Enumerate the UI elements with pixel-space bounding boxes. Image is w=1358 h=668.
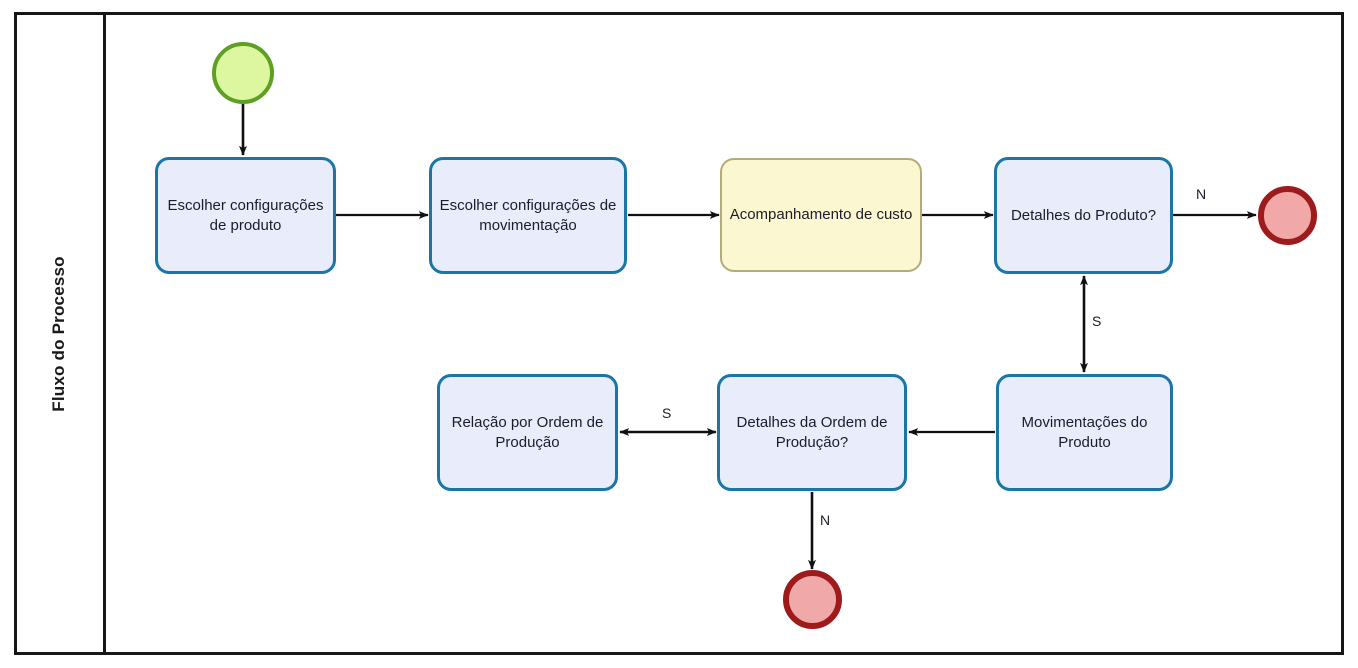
task-label: Detalhes do Produto? [1010,206,1157,224]
end-event-ordem-producao[interactable] [783,570,842,629]
task-escolher-configuracoes-de-movimentacao[interactable]: Escolher configurações de movimentação [429,157,627,274]
task-relacao-por-ordem-de-producao[interactable]: Relação por Ordem de Produção [437,374,618,491]
task-acompanhamento-de-custo[interactable]: Acompanhamento de custo [720,158,922,272]
lane-divider [103,12,106,655]
end-event-produto[interactable] [1258,186,1317,245]
process-pool [14,12,1344,655]
task-label: Escolher configurações de produto [167,196,324,234]
task-label: Detalhes da Ordem de Produção? [736,413,888,451]
task-label: Escolher configurações de movimentação [439,196,617,234]
task-detalhes-do-produto[interactable]: Detalhes do Produto? [994,157,1173,274]
task-escolher-configuracoes-de-produto[interactable]: Escolher configurações de produto [155,157,336,274]
task-movimentacoes-do-produto[interactable]: Movimentações do Produto [996,374,1173,491]
start-event[interactable] [212,42,274,104]
task-label: Relação por Ordem de Produção [451,413,604,451]
task-label: Movimentações do Produto [1021,413,1148,451]
task-label: Acompanhamento de custo [729,206,913,224]
edge-label-ordem-yes: S [662,405,672,421]
edge-label-produto-yes: S [1092,313,1102,329]
task-detalhes-da-ordem-de-producao[interactable]: Detalhes da Ordem de Produção? [717,374,907,491]
edge-label-produto-no: N [1196,186,1207,202]
lane-title: Fluxo do Processo [48,255,68,412]
edge-label-ordem-no: N [820,512,831,528]
lane-header: Fluxo do Processo [14,12,103,655]
